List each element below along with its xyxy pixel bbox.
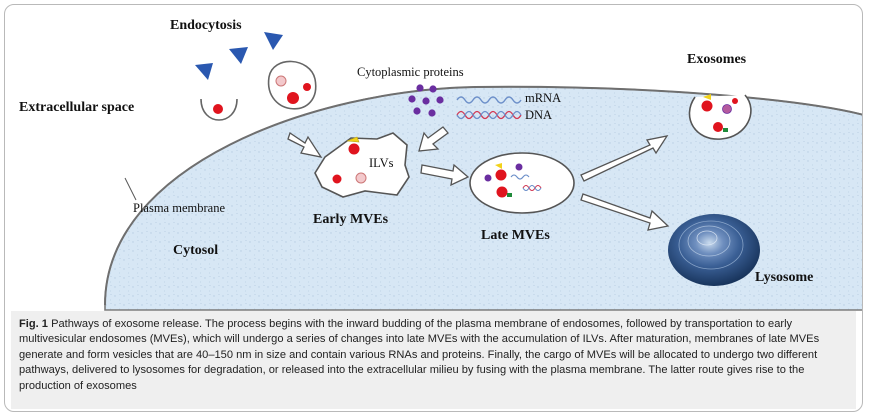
- label-exosomes: Exosomes: [687, 52, 747, 67]
- endocytic-vesicle-large: [267, 60, 317, 110]
- label-lysosome: Lysosome: [755, 270, 813, 285]
- lysosome: [668, 214, 760, 286]
- dna-helix: [456, 110, 522, 120]
- early-mve: [314, 132, 410, 198]
- label-cytosol: Cytosol: [173, 243, 218, 258]
- label-plasma-membrane: Plasma membrane: [133, 201, 225, 215]
- plasma-membrane-pointer: [124, 177, 137, 201]
- arrow-to-early-mve: [287, 131, 323, 158]
- label-late-mves: Late MVEs: [481, 228, 550, 243]
- figure-caption: Fig. 1 Pathways of exosome release. The …: [11, 311, 856, 409]
- label-cytoplasmic-proteins: Cytoplasmic proteins: [357, 65, 464, 79]
- ligand-triangle: [264, 32, 283, 50]
- mrna-strand: [456, 96, 522, 104]
- ligand-triangle: [195, 63, 213, 80]
- ligand-triangle: [229, 47, 248, 64]
- figure-frame: Endocytosis Extracellular space Cytoplas…: [4, 4, 863, 412]
- late-mve: [469, 152, 575, 214]
- label-endocytosis: Endocytosis: [170, 18, 242, 33]
- exosome-vesicle: [688, 94, 752, 140]
- label-dna: DNA: [525, 108, 552, 122]
- plasma-membrane-line: [104, 85, 862, 306]
- label-mrna: mRNA: [525, 91, 561, 105]
- exosome-pathway-diagram: Endocytosis Extracellular space Cytoplas…: [19, 18, 862, 311]
- cytoplasmic-protein-dots: [408, 84, 444, 117]
- label-ilvs: ILVs: [369, 156, 394, 170]
- label-early-mves: Early MVEs: [313, 212, 389, 227]
- caption-text: Pathways of exosome release. The process…: [19, 318, 820, 392]
- endocytic-vesicle-small: [200, 98, 238, 121]
- arrow-cargo-to-early-mve: [418, 126, 449, 152]
- caption-label: Fig. 1: [19, 318, 48, 330]
- arrow-to-exosomes: [580, 135, 669, 182]
- arrow-to-lysosome: [580, 193, 670, 231]
- label-extracellular-space: Extracellular space: [19, 100, 134, 115]
- arrow-early-to-late: [420, 163, 470, 187]
